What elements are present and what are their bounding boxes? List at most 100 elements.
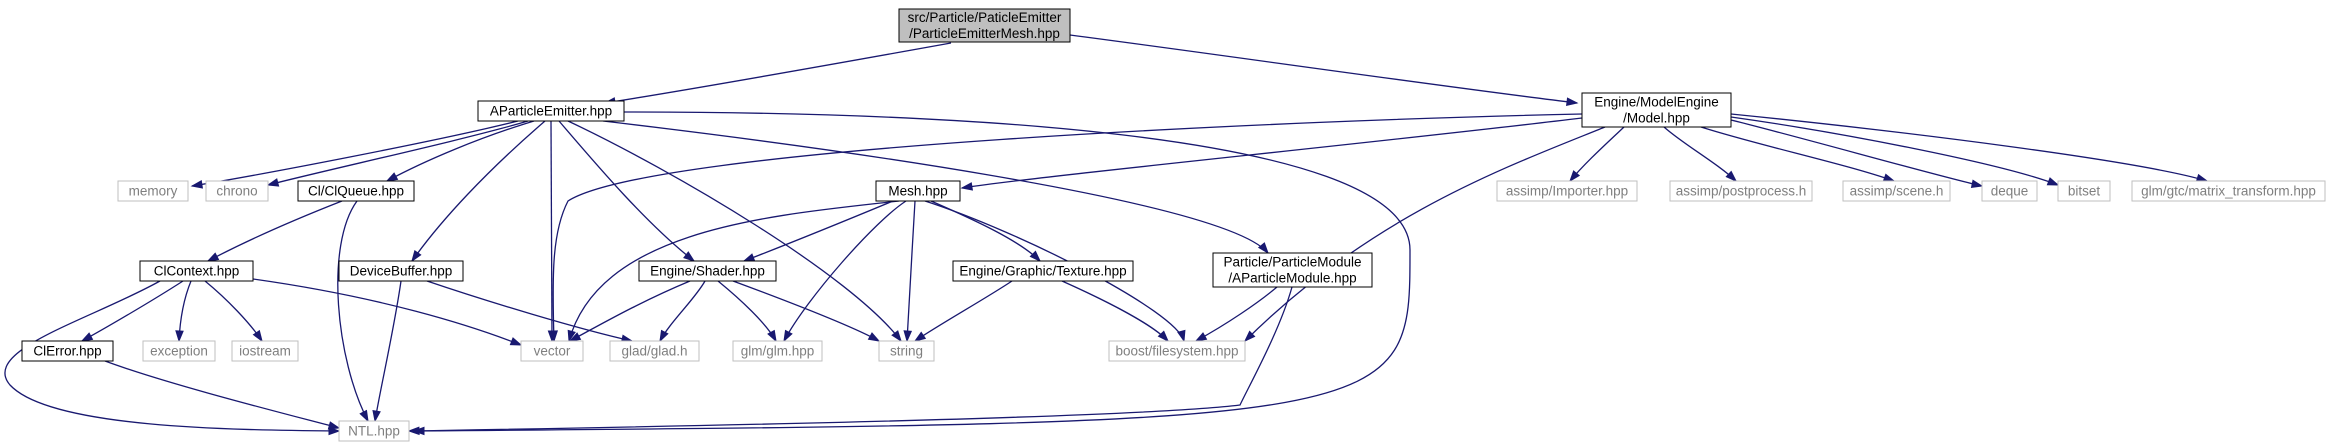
node-label: deque — [1991, 183, 2029, 198]
node-box — [1212, 252, 1373, 288]
edge-aemit-to-apmod — [602, 120, 1269, 255]
edge-arrowhead — [783, 329, 793, 343]
node-label: DeviceBuffer.hpp — [350, 263, 453, 278]
node-memory: memory — [117, 180, 189, 202]
node-box — [117, 180, 189, 202]
node-box — [477, 100, 625, 122]
edge-arrowhead — [1029, 250, 1042, 263]
node-label: Engine/ModelEngine — [1594, 94, 1719, 109]
node-bitset: bitset — [2057, 180, 2111, 202]
node-label: Cl/ClQueue.hpp — [308, 183, 404, 198]
edge-model-to-postproc — [1663, 126, 1738, 183]
node-devbuf[interactable]: DeviceBuffer.hpp — [338, 260, 464, 282]
node-clerror[interactable]: ClError.hpp — [21, 340, 114, 362]
node-box — [139, 260, 254, 282]
edge-mesh-to-vector — [567, 200, 900, 343]
edge-arrowhead — [1569, 170, 1581, 183]
edge-clcontext-to-clerror — [80, 280, 184, 342]
edge-arrowhead — [1566, 97, 1579, 107]
node-chrono: chrono — [205, 180, 269, 202]
edge-texture-to-string — [913, 280, 1013, 342]
edge-aemit-to-memory — [190, 120, 519, 189]
node-label: string — [890, 343, 923, 358]
node-label: /AParticleModule.hpp — [1228, 270, 1356, 285]
node-shader[interactable]: Engine/Shader.hpp — [638, 260, 777, 282]
node-box — [609, 340, 700, 362]
node-label: Engine/Shader.hpp — [650, 263, 765, 278]
edge-arrowhead — [407, 426, 420, 436]
edge-aemit-to-shader — [558, 120, 696, 262]
node-label: src/Particle/PaticleEmitter — [908, 10, 1062, 25]
edge-root-to-model — [1069, 34, 1579, 107]
edge-model-to-vector — [549, 113, 1583, 343]
node-label: glm/gtc/matrix_transform.hpp — [2141, 183, 2316, 198]
node-label: /ParticleEmitterMesh.hpp — [909, 26, 1060, 41]
edge-arrowhead — [190, 180, 204, 189]
node-aemit[interactable]: AParticleEmitter.hpp — [477, 100, 625, 122]
edge-apmod-to-boostfs — [1194, 286, 1278, 342]
node-label: /Model.hpp — [1623, 110, 1690, 125]
edge-texture-to-boostfs — [1061, 280, 1170, 343]
node-glad: glad/glad.h — [609, 340, 700, 362]
node-apmod[interactable]: Particle/ParticleModule/AParticleModule.… — [1212, 252, 1373, 288]
edge-arrowhead — [549, 330, 558, 343]
node-box — [732, 340, 823, 362]
node-label: Particle/ParticleModule — [1223, 254, 1361, 269]
node-box — [1981, 180, 2038, 202]
node-label: assimp/postprocess.h — [1676, 183, 1807, 198]
node-box — [878, 340, 935, 362]
node-clcontext[interactable]: ClContext.hpp — [139, 260, 254, 282]
node-mesh[interactable]: Mesh.hpp — [875, 180, 961, 202]
edge-clcontext-to-vector — [252, 278, 523, 346]
edge-devbuf-to-ntl — [372, 280, 402, 423]
edge-arrowhead — [2046, 177, 2060, 186]
edge-arrowhead — [867, 332, 881, 342]
node-label: chrono — [216, 183, 257, 198]
edge-model-to-boostfs — [1243, 126, 1606, 343]
node-label: glad/glad.h — [621, 343, 687, 358]
node-postproc: assimp/postprocess.h — [1669, 180, 1813, 202]
edge-mesh-to-string — [903, 200, 916, 343]
node-box — [638, 260, 777, 282]
node-iostream: iostream — [231, 340, 299, 362]
edge-shader-to-glad — [659, 280, 706, 343]
node-texture[interactable]: Engine/Graphic/Texture.hpp — [952, 260, 1134, 282]
node-label: exception — [150, 343, 208, 358]
node-box — [205, 180, 269, 202]
edge-model-to-deque — [1730, 119, 1984, 188]
node-clqueue[interactable]: Cl/ClQueue.hpp — [297, 180, 415, 202]
edge-arrowhead — [327, 421, 341, 430]
node-root[interactable]: src/Particle/PaticleEmitter/ParticleEmit… — [898, 8, 1071, 43]
node-box — [952, 260, 1134, 282]
node-box — [1842, 180, 1951, 202]
node-exception: exception — [142, 340, 216, 362]
node-label: assimp/Importer.hpp — [1506, 183, 1628, 198]
edge-clcontext-to-iostream — [204, 280, 263, 343]
node-string: string — [878, 340, 935, 362]
edge-arrowhead — [2195, 173, 2209, 183]
node-box — [875, 180, 961, 202]
node-box — [1669, 180, 1813, 202]
node-label: bitset — [2068, 183, 2101, 198]
node-boostfs: boost/filesystem.hpp — [1108, 340, 1246, 362]
edge-arrowhead — [1194, 332, 1208, 342]
edge-model-to-bitset — [1730, 116, 2060, 186]
edge-arrowhead — [1257, 242, 1269, 255]
edge-arrowhead — [411, 249, 422, 263]
edge-apmod-to-ntl — [407, 286, 1293, 436]
node-label: AParticleEmitter.hpp — [490, 103, 612, 118]
edge-arrowhead — [1725, 170, 1738, 183]
edge-arrowhead — [567, 329, 576, 343]
node-box — [338, 260, 464, 282]
nodes-layer: src/Particle/PaticleEmitter/ParticleEmit… — [21, 8, 2326, 442]
edge-aemit-to-chrono — [266, 120, 529, 187]
edge-mesh-to-texture — [930, 200, 1042, 263]
node-importer: assimp/Importer.hpp — [1496, 180, 1638, 202]
node-model[interactable]: Engine/ModelEngine/Model.hpp — [1581, 92, 1732, 128]
edge-arrowhead — [1882, 173, 1896, 182]
edge-arrowhead — [1970, 179, 1984, 188]
edge-clqueue-to-clcontext — [206, 200, 343, 262]
edges-layer — [4, 34, 2209, 436]
node-box — [2131, 180, 2326, 202]
edge-aemit-to-vector — [547, 120, 557, 343]
